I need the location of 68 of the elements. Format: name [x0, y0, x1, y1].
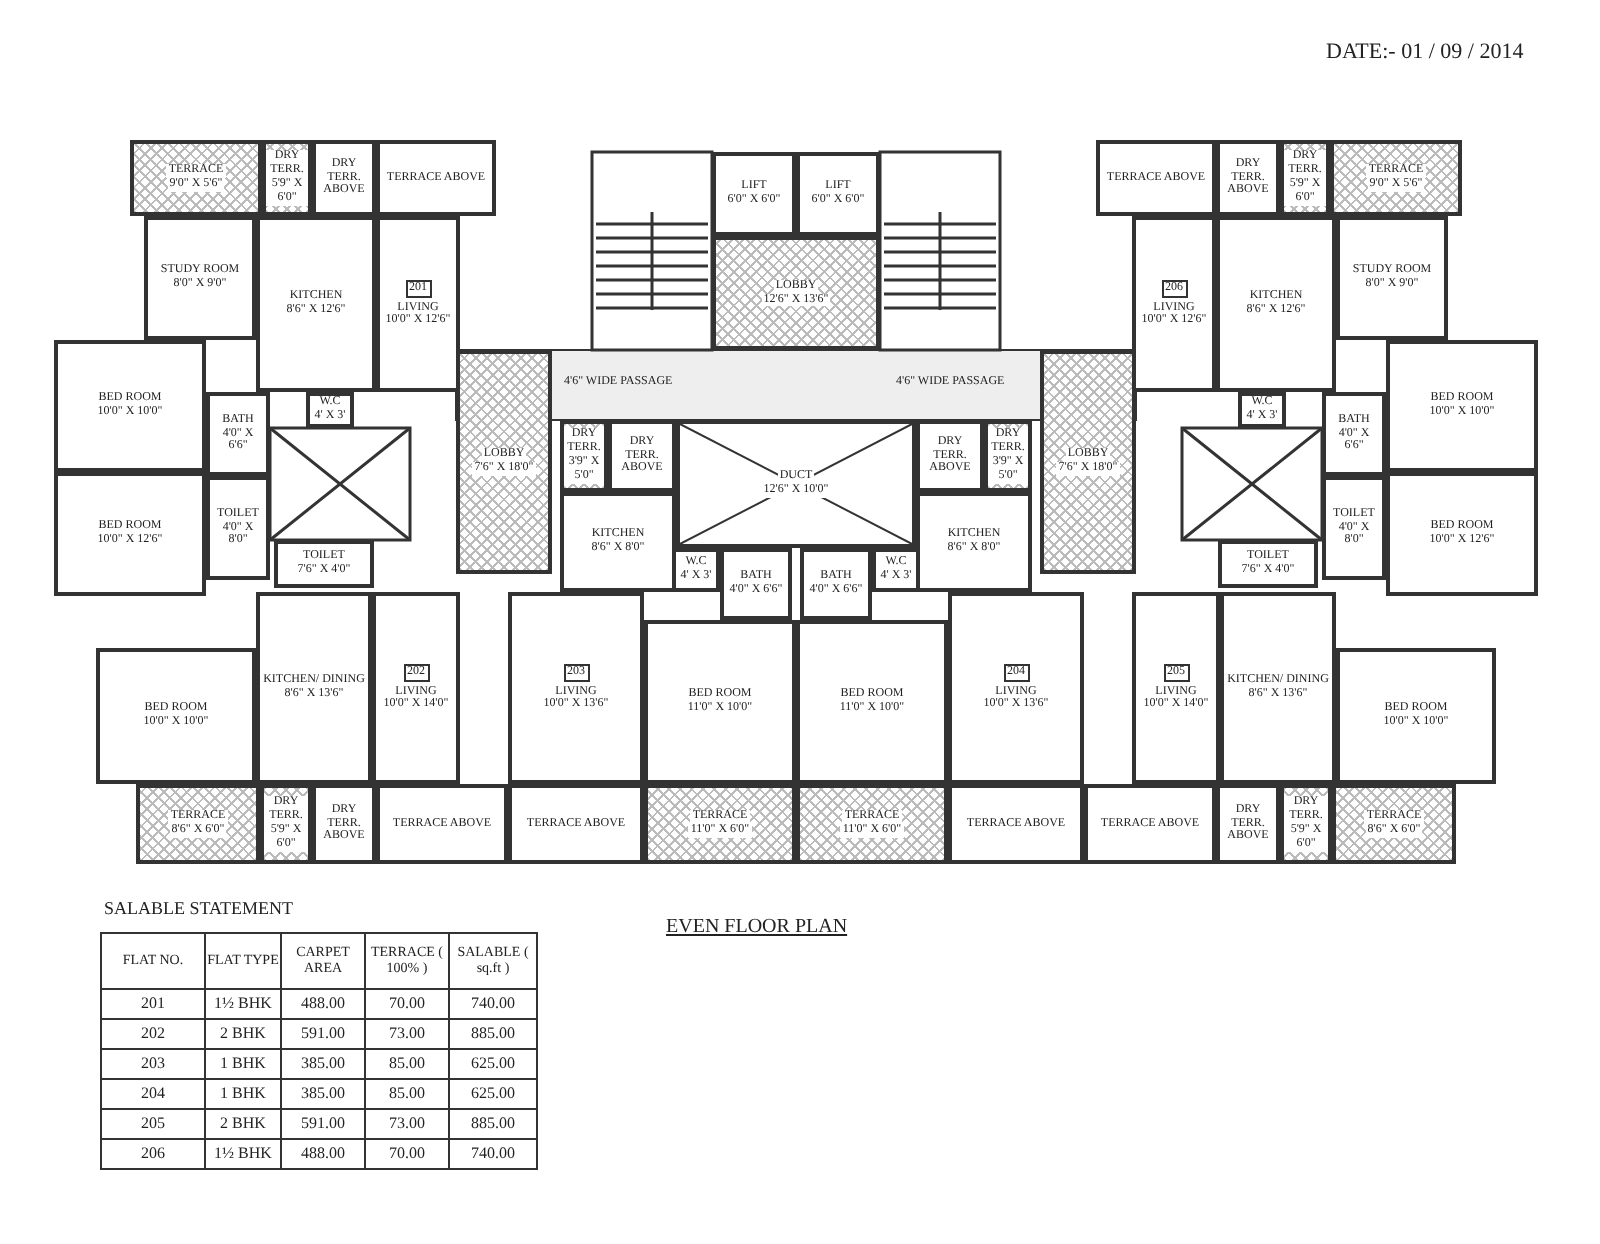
room: [1132, 592, 1220, 784]
room: [372, 592, 460, 784]
room: [916, 420, 984, 492]
room: [376, 140, 496, 216]
plan-title: EVEN FLOOR PLAN: [666, 916, 848, 938]
room: [54, 472, 206, 596]
hatched-room: [796, 784, 948, 864]
room: [54, 340, 206, 472]
room: [916, 492, 1032, 592]
room: [948, 592, 1084, 784]
hatched-room: [1040, 350, 1136, 574]
room: [644, 620, 796, 784]
room: [1220, 592, 1336, 784]
room: [1096, 140, 1216, 216]
room: [1084, 784, 1216, 864]
hatched-room: [456, 350, 552, 574]
room: [312, 140, 376, 216]
room: [306, 392, 354, 428]
room: [796, 620, 948, 784]
table-title: SALABLE STATEMENT: [104, 898, 294, 918]
room: [1238, 392, 1286, 428]
room: [144, 216, 256, 340]
room: [1386, 472, 1538, 596]
room: [948, 784, 1084, 864]
room: [1322, 476, 1386, 580]
room: [712, 152, 796, 236]
room: [800, 548, 872, 620]
room: [508, 592, 644, 784]
room: [796, 152, 880, 236]
room: [1216, 140, 1280, 216]
hatched-room: [1280, 140, 1330, 216]
room: [1216, 784, 1280, 864]
room: [1386, 340, 1538, 472]
room: [376, 784, 508, 864]
room: [1336, 216, 1448, 340]
room: [312, 784, 376, 864]
room: [508, 784, 644, 864]
hatched-room: [262, 140, 312, 216]
date-text: DATE:- 01 / 09 / 2014: [1326, 40, 1524, 64]
hatched-room: [712, 236, 880, 350]
hatched-room: [560, 420, 608, 492]
room: [274, 540, 374, 588]
room: [720, 548, 792, 620]
room: [256, 216, 376, 392]
room: [560, 492, 676, 592]
hatched-room: [130, 140, 262, 216]
room: [376, 216, 460, 392]
hatched-room: [1280, 784, 1332, 864]
hatched-room: [1332, 784, 1456, 864]
hatched-room: [984, 420, 1032, 492]
room: [1336, 648, 1496, 784]
room: [1218, 540, 1318, 588]
room: [96, 648, 256, 784]
room: [1132, 216, 1216, 392]
hatched-room: [644, 784, 796, 864]
room: [256, 592, 372, 784]
table-cell: 206: [100, 1138, 206, 1170]
hatched-room: [260, 784, 312, 864]
hatched-room: [136, 784, 260, 864]
room: [1322, 392, 1386, 476]
hatched-room: [1330, 140, 1462, 216]
room: [206, 392, 270, 476]
room: [872, 548, 920, 592]
room: [608, 420, 676, 492]
table-cell: 740.00: [448, 1138, 538, 1170]
room: [672, 548, 720, 592]
room: [1216, 216, 1336, 392]
room: [206, 476, 270, 580]
